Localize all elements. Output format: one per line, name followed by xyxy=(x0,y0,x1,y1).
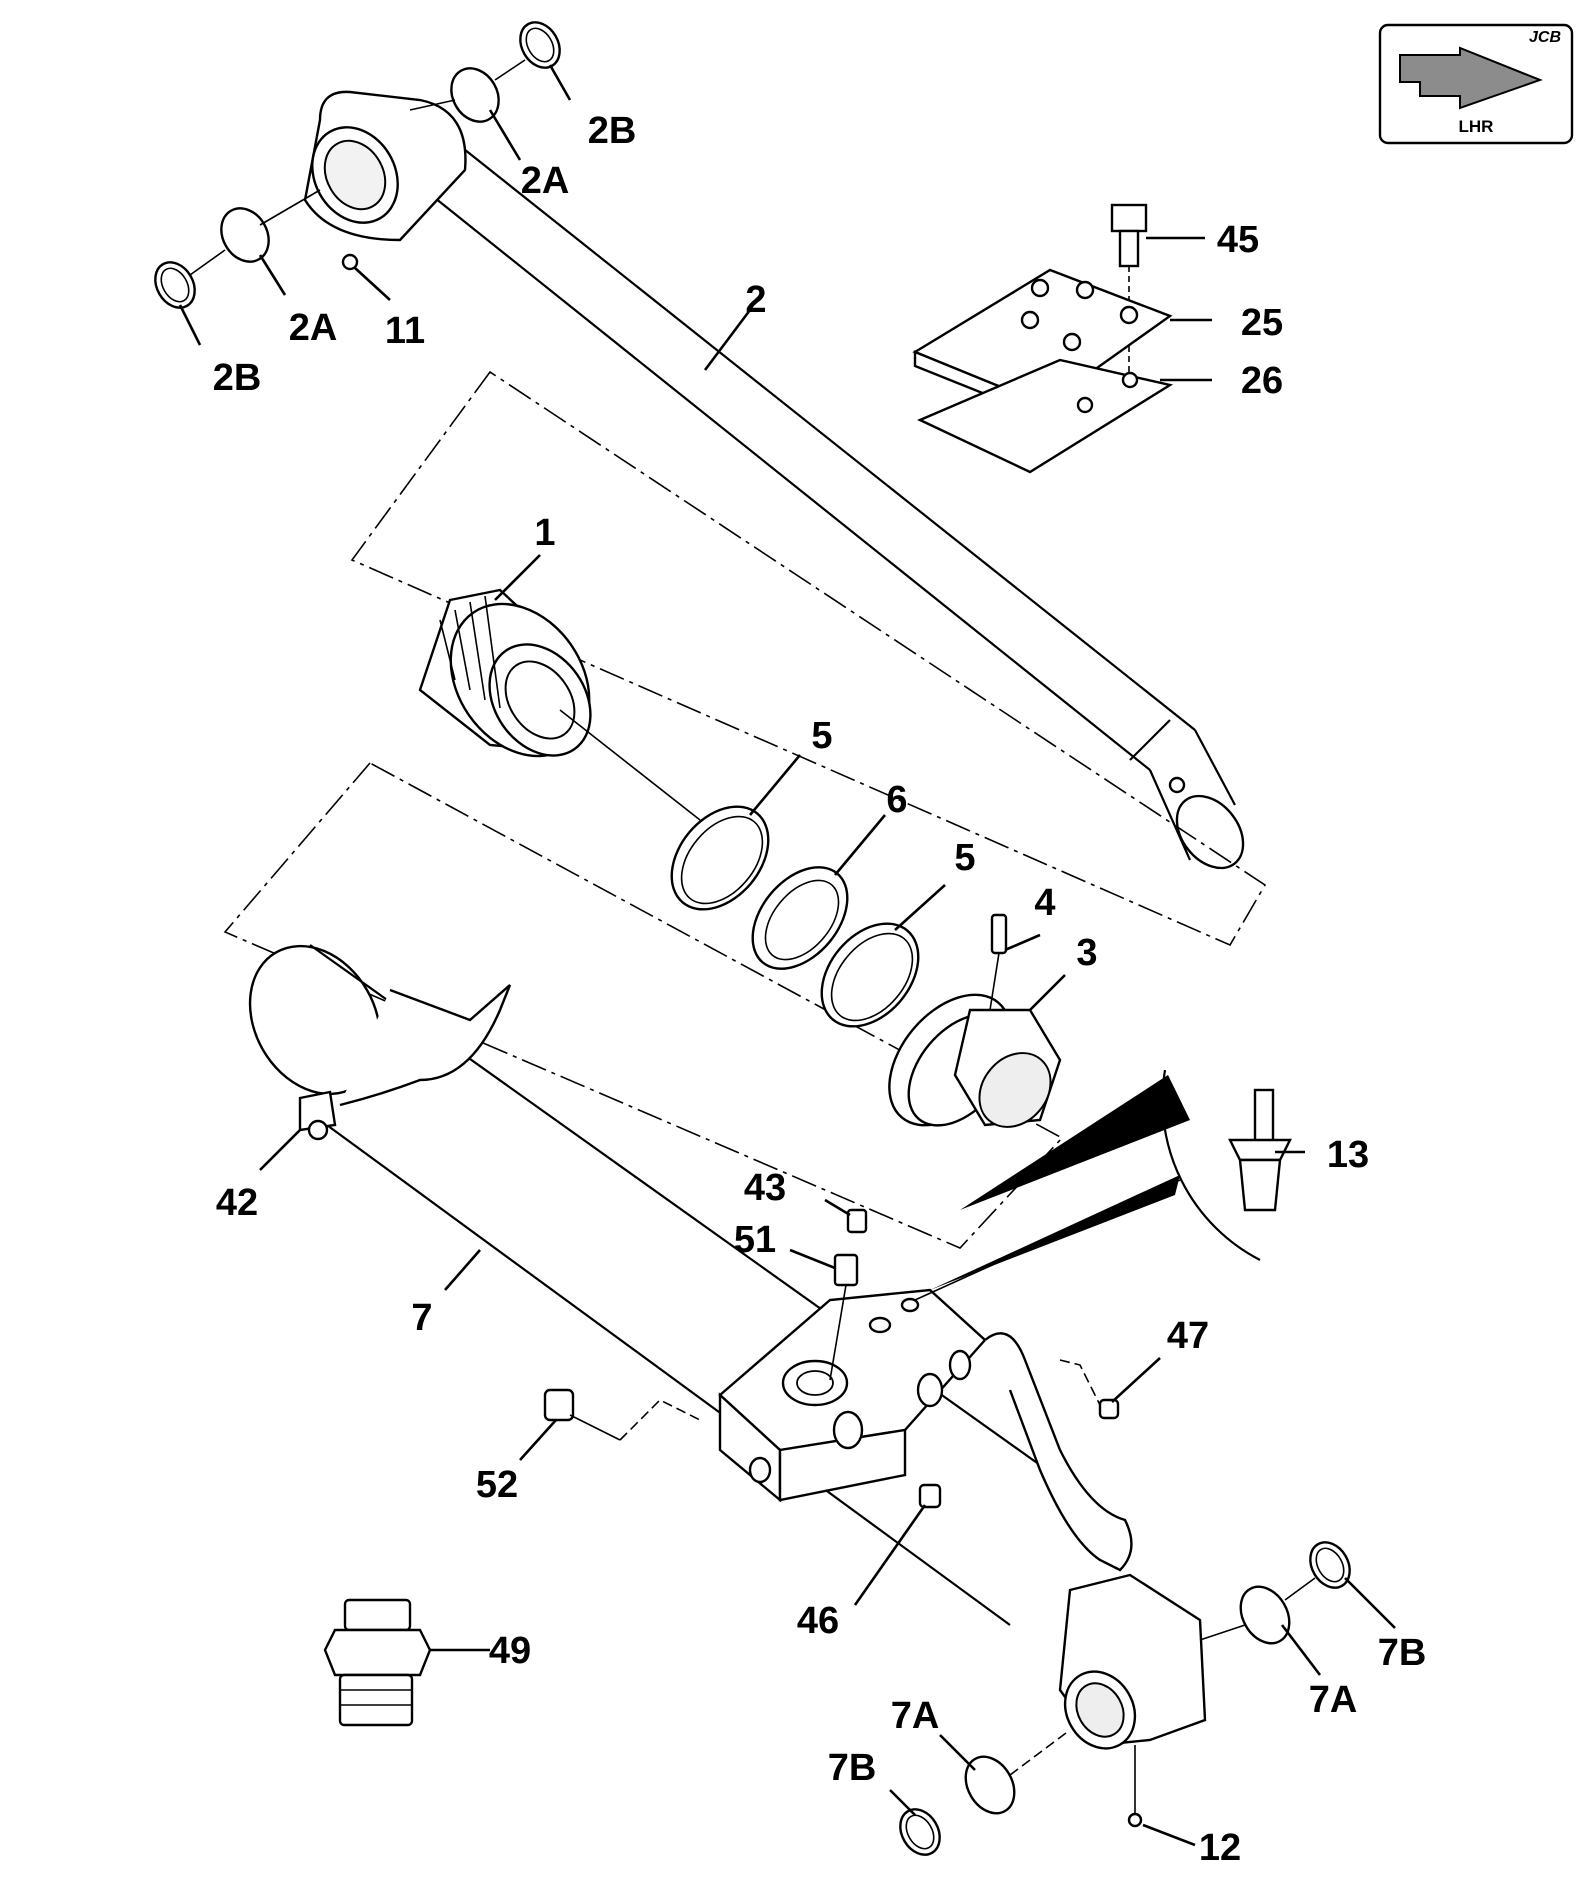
plug-46-icon xyxy=(918,1483,942,1509)
label-part-7a-right: 7A xyxy=(1309,1679,1358,1721)
piston-1-icon xyxy=(418,588,592,758)
bush-2a-left-icon xyxy=(220,207,270,263)
label-part-7: 7 xyxy=(411,1297,432,1339)
label-part-49: 49 xyxy=(489,1630,531,1672)
badge-logo-text: JCB xyxy=(1529,29,1561,46)
label-part-52: 52 xyxy=(476,1464,518,1506)
fitting-43-icon xyxy=(846,1208,868,1234)
label-part-6: 6 xyxy=(886,779,907,821)
seal-2b-left-icon xyxy=(154,261,196,309)
label-part-2b-top: 2B xyxy=(588,110,637,152)
seal-7b-right-icon xyxy=(1309,1541,1351,1589)
label-part-13: 13 xyxy=(1327,1134,1369,1176)
label-part-12: 12 xyxy=(1199,1827,1241,1869)
label-part-43: 43 xyxy=(744,1167,786,1209)
piston-rod-illustration xyxy=(303,90,1245,870)
badge-side-label: LHR xyxy=(1459,117,1494,136)
plug-52-icon xyxy=(543,1388,575,1422)
label-part-26: 26 xyxy=(1241,360,1283,402)
adapter-49-icon xyxy=(323,1598,432,1727)
label-part-7b-right: 7B xyxy=(1378,1632,1427,1674)
wear-ring-5-upper-icon xyxy=(670,805,770,911)
label-part-46: 46 xyxy=(797,1600,839,1642)
label-part-2b-left: 2B xyxy=(213,357,262,399)
adapter-51-icon xyxy=(829,1253,859,1381)
seal-6-icon xyxy=(751,866,849,970)
label-part-5-upper: 5 xyxy=(811,715,832,757)
cylinder-tube-7-icon xyxy=(248,944,1041,1626)
bush-2a-top-icon xyxy=(450,67,500,123)
label-part-7b-left: 7B xyxy=(828,1747,877,1789)
grease-nipple-11-icon xyxy=(341,253,359,271)
direction-arrow-icon xyxy=(1399,46,1543,110)
seal-2b-top-icon xyxy=(519,21,561,69)
label-part-5-lower: 5 xyxy=(954,837,975,879)
label-part-2: 2 xyxy=(745,279,766,321)
wear-ring-5-lower-icon xyxy=(820,922,920,1028)
gland-3-icon xyxy=(888,993,1062,1128)
label-part-3: 3 xyxy=(1076,932,1097,974)
label-part-1: 1 xyxy=(534,512,555,554)
label-part-4: 4 xyxy=(1034,882,1055,924)
shim-26-icon xyxy=(917,358,1174,474)
label-part-45: 45 xyxy=(1217,219,1259,261)
label-part-11: 11 xyxy=(385,310,425,352)
cylinder-clevis-icon xyxy=(1058,1573,1207,1750)
label-part-25: 25 xyxy=(1241,302,1283,344)
valve-block-icon xyxy=(718,1288,1133,1572)
leader-lines xyxy=(178,64,1396,1847)
bush-7a-left-icon xyxy=(964,1755,1016,1815)
label-part-51: 51 xyxy=(734,1219,776,1261)
label-part-7a-left: 7A xyxy=(891,1695,940,1737)
seal-7b-left-icon xyxy=(899,1808,941,1856)
bolt-45-icon xyxy=(1110,203,1148,380)
bush-7a-right-icon xyxy=(1239,1585,1291,1645)
label-part-47: 47 xyxy=(1167,1315,1209,1357)
label-part-42: 42 xyxy=(216,1182,258,1224)
part-labels: 1 2 2A 2A 2B 2B 3 4 5 5 6 7 7A 7A 7B 7B … xyxy=(213,110,1427,1869)
label-part-2a-top: 2A xyxy=(521,160,570,202)
plug-47-icon xyxy=(1098,1398,1120,1420)
label-part-2a-left: 2A xyxy=(289,307,338,349)
detail-callout-13 xyxy=(960,1069,1292,1261)
orientation-badge: JCB LHR xyxy=(1378,23,1574,145)
grease-nipple-12-icon xyxy=(1127,1812,1143,1828)
grub-screw-4-icon xyxy=(989,913,1008,1011)
